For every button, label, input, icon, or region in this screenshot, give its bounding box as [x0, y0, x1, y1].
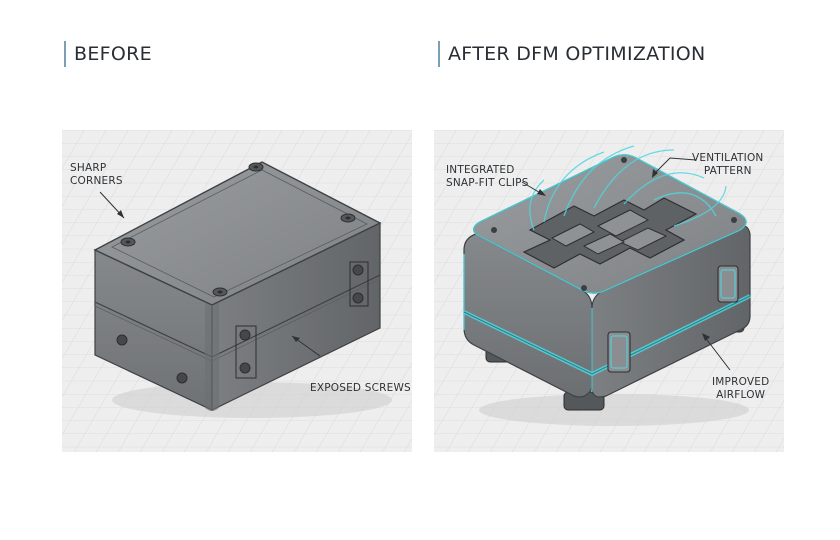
snap-fit-callout: INTEGRATED SNAP-FIT CLIPS: [446, 164, 529, 190]
callout-line: IMPROVED: [712, 376, 770, 388]
before-panel: SHARP CORNERS EXPOSED SCREWS: [62, 130, 412, 452]
callout-line: PATTERN: [703, 165, 752, 177]
callout-line: INTEGRATED: [446, 164, 515, 176]
before-box-illustration: [62, 130, 412, 452]
ventilation-callout: VENTILATION PATTERN: [692, 152, 763, 178]
heading-accent-bar: [64, 41, 66, 67]
heading-accent-bar: [438, 41, 440, 67]
after-heading-text: AFTER DFM OPTIMIZATION: [448, 43, 706, 65]
before-heading: BEFORE: [64, 40, 152, 68]
callout-line: AIRFLOW: [716, 389, 766, 401]
callout-line: SNAP-FIT CLIPS: [446, 177, 529, 189]
after-box-illustration: [434, 130, 784, 452]
airflow-callout: IMPROVED AIRFLOW: [712, 376, 769, 402]
exposed-screws-callout: EXPOSED SCREWS: [310, 382, 411, 395]
after-panel: INTEGRATED SNAP-FIT CLIPS VENTILATION PA…: [434, 130, 784, 452]
before-heading-text: BEFORE: [74, 43, 152, 65]
callout-line: CORNERS: [70, 175, 123, 187]
callout-line: EXPOSED SCREWS: [310, 382, 411, 394]
sharp-corners-callout: SHARP CORNERS: [70, 162, 123, 188]
callout-line: SHARP: [70, 162, 107, 174]
callout-line: VENTILATION: [692, 152, 764, 164]
after-heading: AFTER DFM OPTIMIZATION: [438, 40, 706, 68]
